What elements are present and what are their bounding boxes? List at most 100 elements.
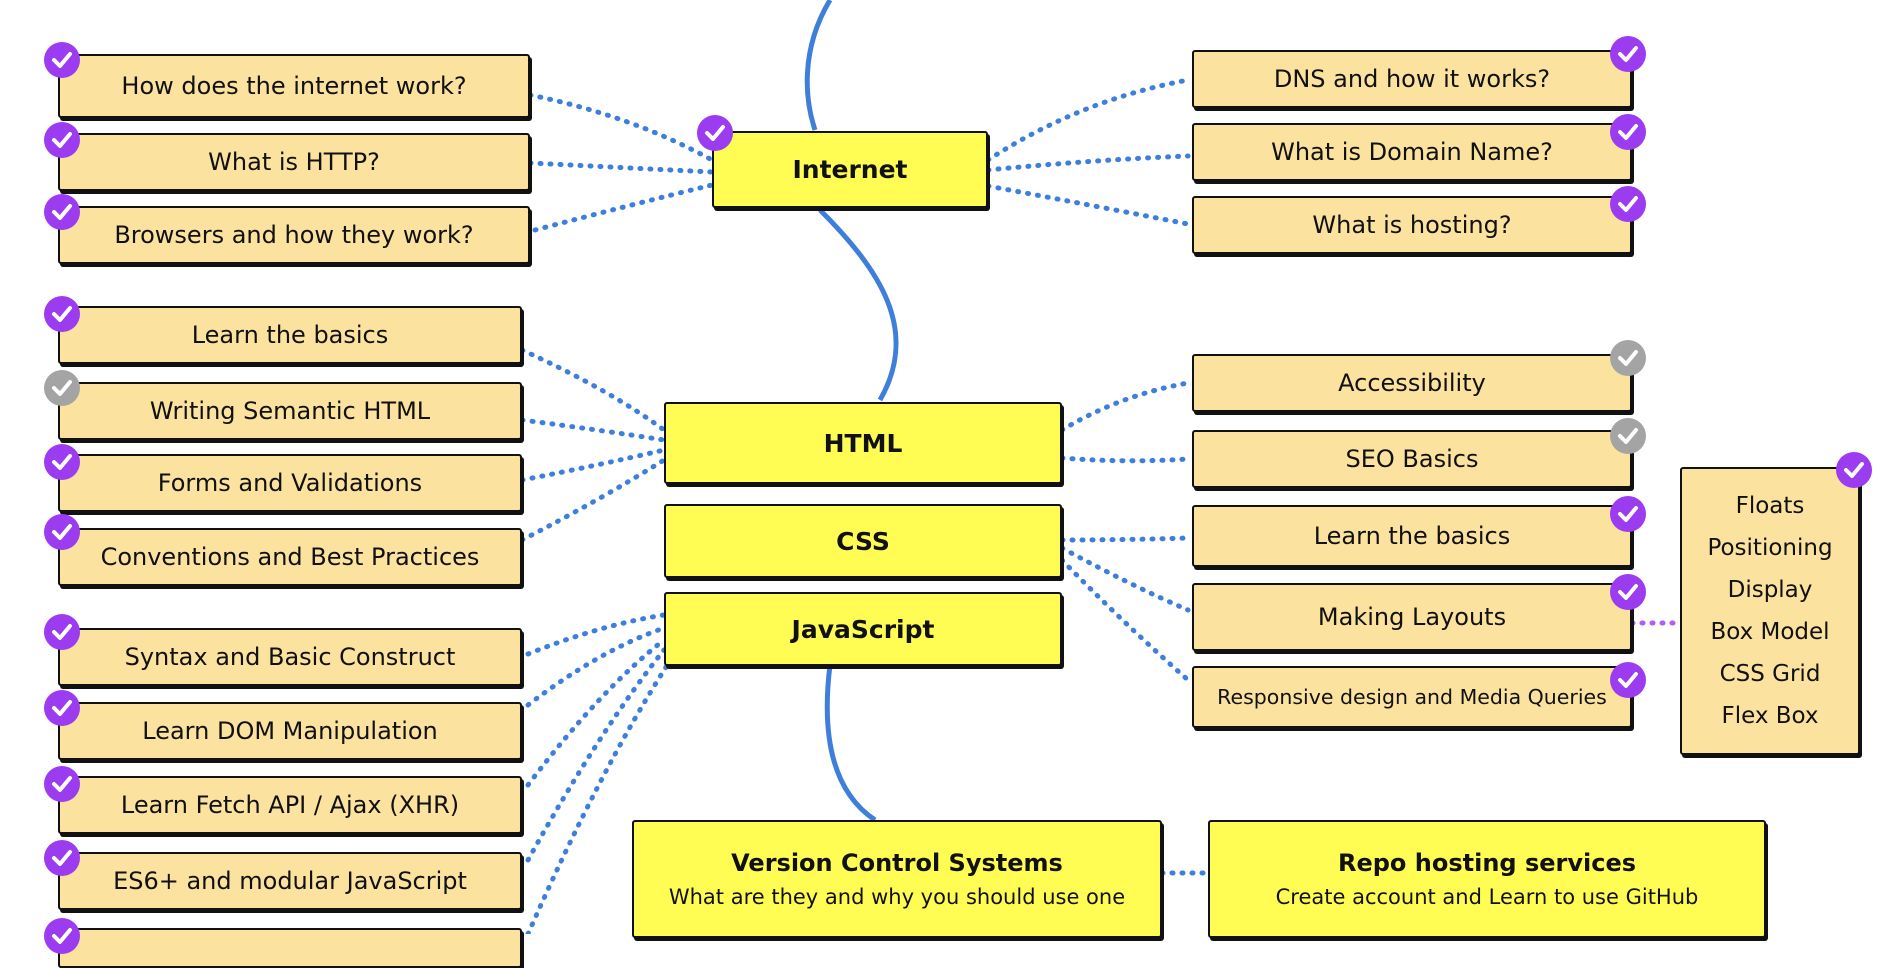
check-circle-icon <box>1610 496 1646 532</box>
check-circle-icon <box>1836 452 1872 488</box>
topic-label: Syntax and Basic Construct <box>124 643 456 671</box>
check-circle-icon <box>44 690 80 726</box>
topic-html-conventions[interactable]: Conventions and Best Practices <box>58 528 522 586</box>
topic-label: Making Layouts <box>1317 603 1507 631</box>
main-node-vcs[interactable]: Version Control Systems What are they an… <box>632 820 1162 938</box>
link-css-basics <box>1059 535 1191 543</box>
main-node-html[interactable]: HTML <box>664 402 1062 484</box>
topic-js-fetch[interactable]: Learn Fetch API / Ajax (XHR) <box>58 776 522 834</box>
check-circle-icon <box>44 514 80 550</box>
topic-label: Accessibility <box>1338 369 1486 397</box>
layout-topic-item: Box Model <box>1710 619 1830 645</box>
topic-internet-domain[interactable]: What is Domain Name? <box>1192 123 1632 181</box>
topic-label: Learn Fetch API / Ajax (XHR) <box>120 791 460 819</box>
topic-label: What is HTTP? <box>208 148 380 176</box>
topic-internet-http[interactable]: What is HTTP? <box>58 133 530 191</box>
check-circle-icon <box>44 296 80 332</box>
topic-label: What is hosting? <box>1312 211 1512 239</box>
main-node-label: CSS <box>836 526 890 556</box>
topic-label: What is Domain Name? <box>1271 138 1553 166</box>
link-internet-browsers <box>532 182 715 233</box>
link-internet-dns <box>985 77 1191 163</box>
topic-html-semantic[interactable]: Writing Semantic HTML <box>58 382 522 440</box>
main-node-title: Version Control Systems <box>731 849 1063 877</box>
topic-js-dom[interactable]: Learn DOM Manipulation <box>58 702 522 760</box>
topic-internet-dns[interactable]: DNS and how it works? <box>1192 50 1632 108</box>
layout-topic-item: Positioning <box>1707 535 1833 561</box>
link-js-syntax <box>525 612 667 657</box>
check-circle-icon <box>697 115 733 151</box>
check-circle-icon <box>1610 186 1646 222</box>
topic-label: ES6+ and modular JavaScript <box>113 867 467 895</box>
topic-label: How does the internet work? <box>121 72 467 100</box>
check-circle-icon <box>44 370 80 406</box>
topic-css-layouts[interactable]: Making Layouts <box>1192 583 1632 651</box>
topic-label: Forms and Validations <box>157 469 423 497</box>
topic-js-partial[interactable] <box>58 928 522 968</box>
topic-label: DNS and how it works? <box>1273 65 1551 93</box>
topic-internet-how[interactable]: How does the internet work? <box>58 54 530 118</box>
check-circle-icon <box>44 122 80 158</box>
link-css-layouts <box>1059 545 1191 613</box>
check-circle-icon <box>44 766 80 802</box>
link-html-basics <box>519 347 667 433</box>
topic-html-basics[interactable]: Learn the basics <box>58 306 522 364</box>
topic-internet-browsers[interactable]: Browsers and how they work? <box>58 206 530 264</box>
topic-label: Responsive design and Media Queries <box>1217 685 1607 709</box>
link-internet-domain <box>985 153 1191 173</box>
main-node-repo[interactable]: Repo hosting services Create account and… <box>1208 820 1766 938</box>
topic-label: Browsers and how they work? <box>114 221 474 249</box>
connector-lines <box>519 0 1681 934</box>
link-js-dom <box>525 625 667 708</box>
main-node-label: Internet <box>792 155 908 184</box>
topic-js-syntax[interactable]: Syntax and Basic Construct <box>58 628 522 686</box>
spine-js-vcs <box>824 664 877 823</box>
check-circle-icon <box>44 444 80 480</box>
link-html-seo <box>1059 455 1191 464</box>
layout-topic-item: Flex Box <box>1721 703 1819 729</box>
spine-internet-html <box>818 208 899 402</box>
spine-top <box>804 0 833 131</box>
topic-label: Conventions and Best Practices <box>100 543 480 571</box>
main-node-label: HTML <box>823 428 903 458</box>
check-circle-icon <box>1610 574 1646 610</box>
main-node-title: Repo hosting services <box>1337 849 1637 877</box>
layout-topic-item: Floats <box>1735 493 1805 519</box>
topic-html-seo[interactable]: SEO Basics <box>1192 430 1632 488</box>
check-circle-icon <box>1610 418 1646 454</box>
check-circle-icon <box>1610 340 1646 376</box>
layout-topic-item: CSS Grid <box>1719 661 1821 687</box>
check-circle-icon <box>1610 662 1646 698</box>
main-node-subtitle: What are they and why you should use one <box>668 885 1126 909</box>
topic-html-forms[interactable]: Forms and Validations <box>58 454 522 512</box>
check-circle-icon <box>44 194 80 230</box>
check-circle-icon <box>44 918 80 954</box>
layout-topics-list[interactable]: Floats Positioning Display Box Model CSS… <box>1680 467 1860 755</box>
topic-html-accessibility[interactable]: Accessibility <box>1192 354 1632 412</box>
topic-internet-hosting[interactable]: What is hosting? <box>1192 196 1632 254</box>
check-circle-icon <box>44 840 80 876</box>
topic-css-basics[interactable]: Learn the basics <box>1192 505 1632 567</box>
link-internet-how <box>527 92 715 163</box>
main-node-label: JavaScript <box>791 614 935 644</box>
layout-topic-item: Display <box>1727 577 1813 603</box>
main-node-subtitle: Create account and Learn to use GitHub <box>1275 885 1699 909</box>
main-node-internet[interactable]: Internet <box>712 131 988 208</box>
check-circle-icon <box>44 614 80 650</box>
topic-label: Writing Semantic HTML <box>149 397 431 425</box>
main-node-javascript[interactable]: JavaScript <box>664 592 1062 666</box>
main-node-css[interactable]: CSS <box>664 504 1062 578</box>
link-css-responsive <box>1059 557 1191 683</box>
topic-css-responsive[interactable]: Responsive design and Media Queries <box>1192 666 1632 728</box>
topic-label: Learn DOM Manipulation <box>142 717 438 745</box>
check-circle-icon <box>44 42 80 78</box>
link-internet-hosting <box>985 183 1191 227</box>
topic-js-es6[interactable]: ES6+ and modular JavaScript <box>58 852 522 910</box>
link-html-semantic <box>519 417 667 443</box>
topic-label: Learn the basics <box>191 321 389 349</box>
link-html-forms <box>519 447 667 483</box>
link-js-more <box>525 661 671 934</box>
link-html-accessibility <box>1059 380 1191 433</box>
check-circle-icon <box>1610 114 1646 150</box>
topic-label: SEO Basics <box>1345 445 1479 473</box>
